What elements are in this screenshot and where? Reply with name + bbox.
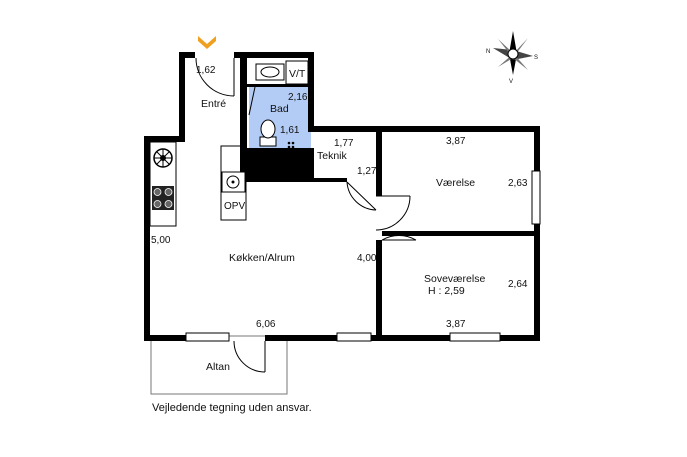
dim-teknik-depth: 1,27 bbox=[357, 166, 377, 177]
bathroom-floor bbox=[249, 84, 311, 148]
room-label-kokken: Køkken/Alrum bbox=[229, 252, 295, 264]
room-label-bad: Bad bbox=[270, 103, 289, 115]
dim-kokken-depth: 5,00 bbox=[151, 235, 171, 246]
outer-walls bbox=[144, 52, 540, 341]
compass-v: V bbox=[509, 79, 513, 85]
shower-icon bbox=[287, 141, 295, 149]
toilet-icon bbox=[259, 119, 277, 147]
dim-entre-width: 1,62 bbox=[196, 65, 216, 76]
kitchen-counter bbox=[149, 141, 247, 227]
kitchen-sink-icon bbox=[221, 171, 246, 193]
room-label-altan: Altan bbox=[206, 361, 230, 373]
windows bbox=[185, 170, 541, 342]
room-label-vaerelse: Værelse bbox=[436, 177, 475, 189]
stove-icon bbox=[152, 186, 174, 210]
room-height-sovevaerelse: H : 2,59 bbox=[428, 285, 465, 297]
washer-cabinet bbox=[285, 60, 309, 85]
dim-vaerelse-width: 3,87 bbox=[446, 136, 466, 147]
disclaimer: Vejledende tegning uden ansvar. bbox=[152, 402, 312, 414]
compass-s: S bbox=[534, 55, 538, 61]
compass-n: N bbox=[486, 49, 490, 55]
dim-sove-depth: 2,64 bbox=[508, 279, 528, 290]
room-label-teknik: Teknik bbox=[317, 150, 348, 162]
dim-bad-depth: 1,61 bbox=[280, 125, 300, 136]
doors bbox=[195, 57, 417, 373]
compass-rose-icon: N S V bbox=[486, 31, 538, 85]
room-label-entre: Entré bbox=[201, 98, 226, 110]
dim-kokken-width2: 4,00 bbox=[357, 253, 377, 264]
room-label-vt: V/T bbox=[289, 68, 306, 80]
dim-sove-width: 3,87 bbox=[446, 319, 466, 330]
label-opv: OPV bbox=[224, 201, 245, 212]
dim-vaerelse-depth: 2,63 bbox=[508, 178, 528, 189]
interior-walls bbox=[247, 84, 534, 341]
room-label-sovevaerelse: Soveværelse bbox=[424, 273, 485, 285]
fan-icon bbox=[153, 148, 173, 168]
dim-teknik-width: 1,77 bbox=[334, 138, 354, 149]
tech-shaft bbox=[246, 148, 314, 182]
bath-sink-icon bbox=[255, 63, 285, 81]
entrance-marker-icon bbox=[198, 36, 216, 49]
dim-bad-width: 2,16 bbox=[288, 92, 308, 103]
dim-kokken-width: 6,06 bbox=[256, 319, 276, 330]
